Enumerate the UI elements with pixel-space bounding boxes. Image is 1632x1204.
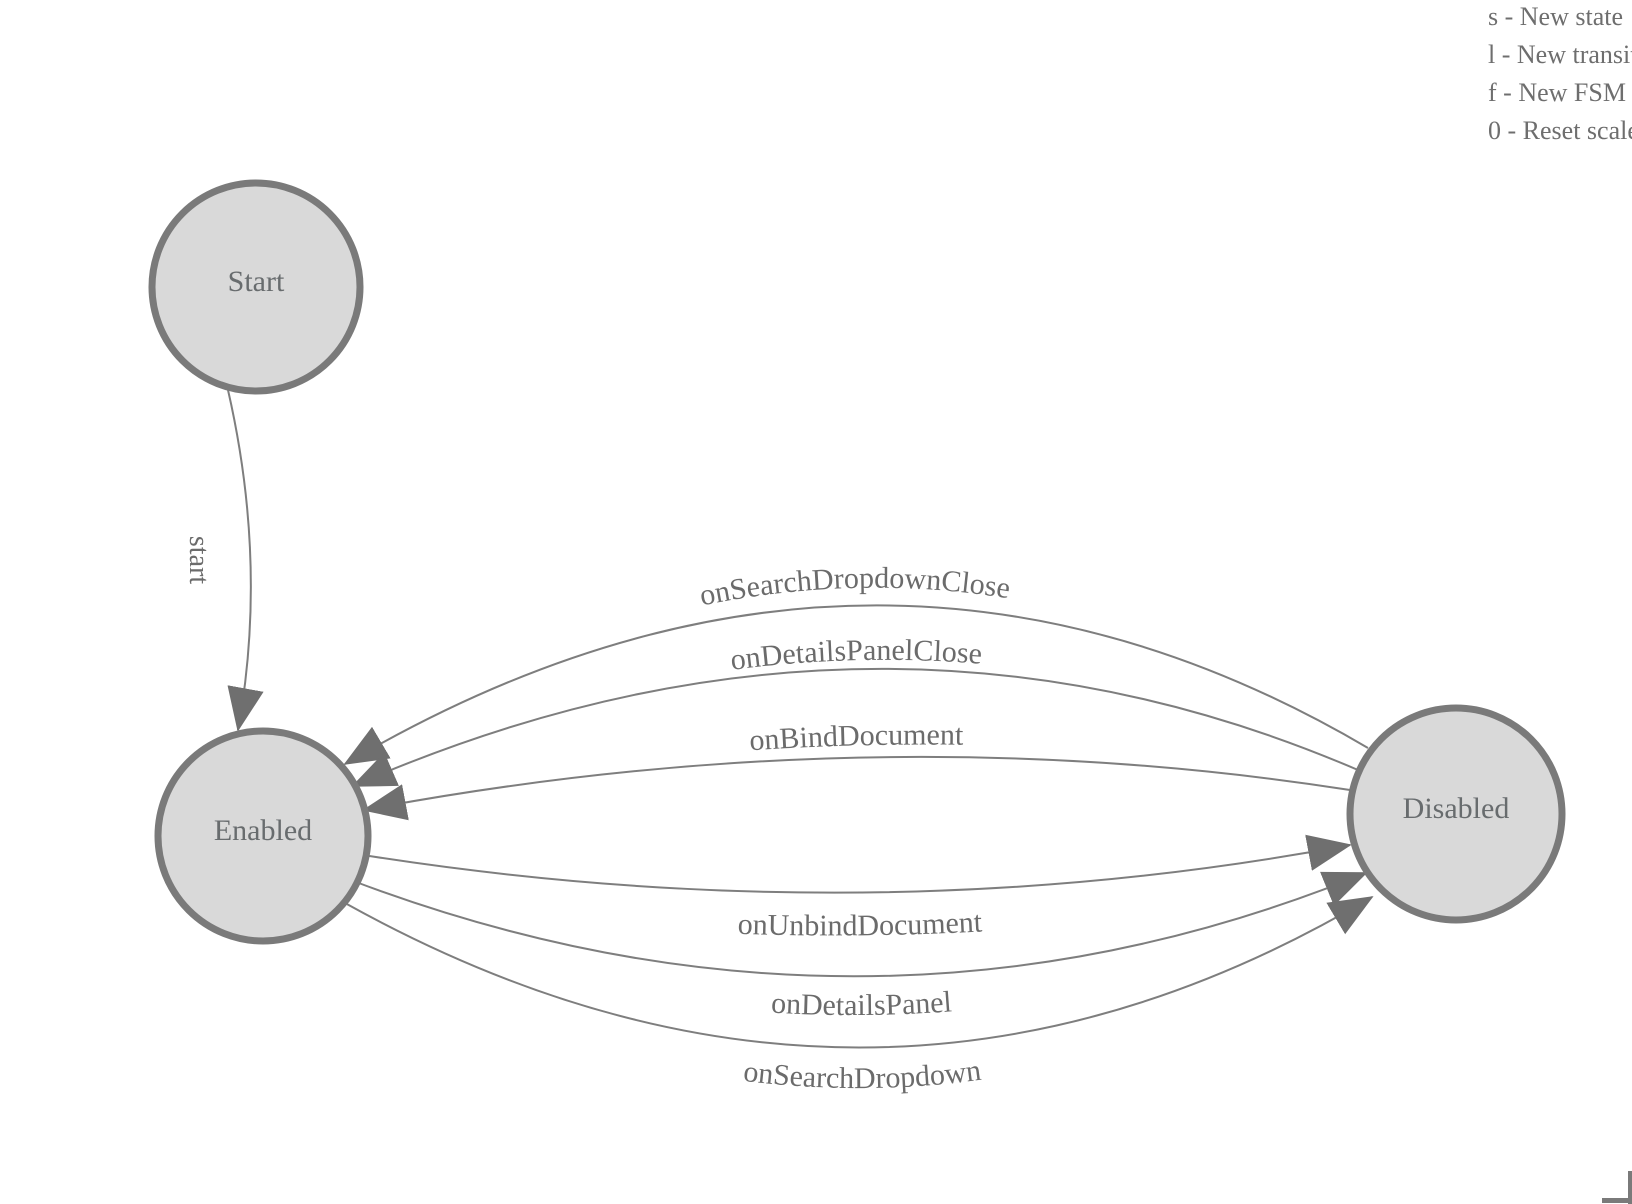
transition-label-onUnbindDocument: onUnbindDocument: [737, 905, 983, 942]
transition-curve-onBindDocument[interactable]: [362, 755, 1351, 821]
state-label-enabled: Enabled: [214, 814, 312, 847]
state-label-disabled: Disabled: [1403, 792, 1510, 825]
canvas-corner-frame: [1602, 1171, 1632, 1204]
state-node-enabled[interactable]: Enabled: [154, 727, 372, 945]
transition-edge-start[interactable]: start: [183, 389, 264, 732]
transition-curve-onDetailsPanelClose[interactable]: [351, 667, 1359, 787]
transition-edge-onDetailsPanelClose[interactable]: onDetailsPanelClose: [351, 634, 1359, 787]
state-node-start[interactable]: Start: [148, 179, 364, 395]
transition-edge-onDetailsPanel[interactable]: onDetailsPanel: [355, 871, 1368, 1022]
transition-label-onSearchDropdown: onSearchDropdown: [742, 1054, 983, 1095]
legend-item-new-transition: l - New transition: [1488, 40, 1632, 69]
transition-edge-onUnbindDocument[interactable]: onUnbindDocument: [362, 834, 1352, 942]
transition-curve-onDetailsPanel[interactable]: [355, 871, 1368, 978]
transition-curve-onSearchDropdownClose[interactable]: [343, 604, 1369, 765]
transition-edge-onBindDocument[interactable]: onBindDocument: [362, 718, 1351, 821]
transition-curve-onUnbindDocument[interactable]: [362, 834, 1352, 894]
transition-label-start: start: [183, 536, 214, 584]
corner-frame-horizontal-bar: [1602, 1198, 1632, 1203]
transition-label-onBindDocument: onBindDocument: [748, 718, 964, 757]
transition-label-onDetailsPanel: onDetailsPanel: [770, 985, 952, 1022]
legend-item-new-state: s - New state: [1488, 2, 1623, 31]
state-node-disabled[interactable]: Disabled: [1346, 704, 1566, 924]
state-label-start: Start: [228, 265, 285, 298]
transition-curve-onSearchDropdown[interactable]: [344, 896, 1374, 1049]
corner-frame-vertical-bar: [1628, 1171, 1632, 1204]
legend-item-new-fsm: f - New FSM: [1488, 78, 1626, 107]
shortcuts-legend: s - New state l - New transition f - New…: [1488, 2, 1632, 145]
state-circle-start[interactable]: [148, 179, 364, 395]
state-circle-enabled[interactable]: [154, 727, 372, 945]
state-circle-disabled[interactable]: [1346, 704, 1566, 924]
transition-curve-start[interactable]: [227, 389, 264, 732]
legend-item-reset-scale: 0 - Reset scale: [1488, 116, 1632, 145]
